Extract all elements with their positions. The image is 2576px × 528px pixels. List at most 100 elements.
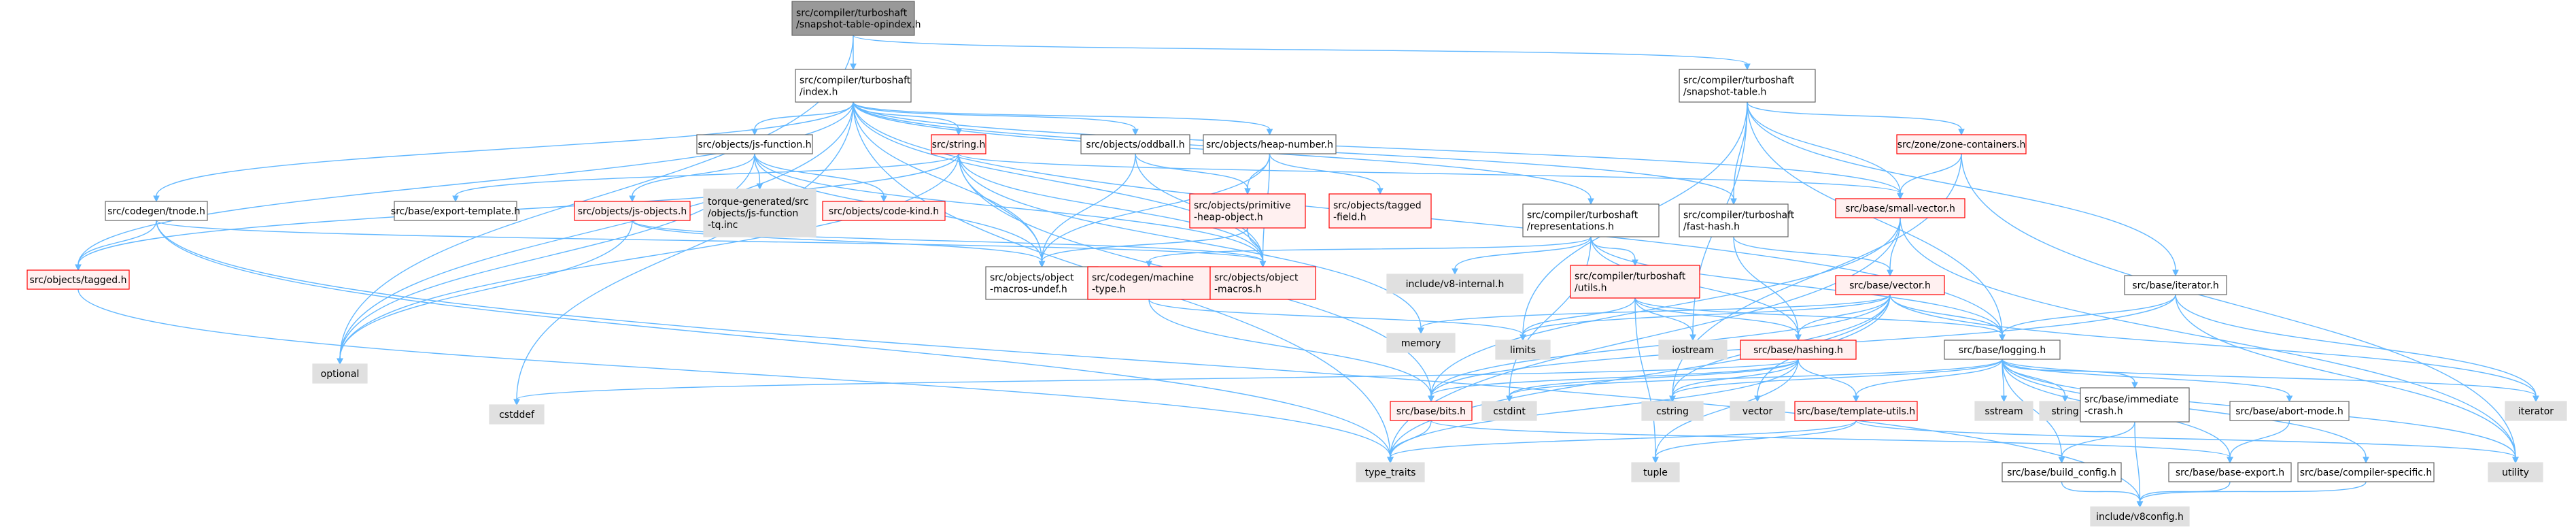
- edge-line: [1430, 420, 2231, 458]
- node-v8config[interactable]: include/v8config.h: [2090, 506, 2190, 527]
- edge-tsutils-to-iostream: [1634, 297, 1696, 342]
- node-vector[interactable]: vector: [1730, 401, 1785, 421]
- edge-arrowhead: [1146, 261, 1152, 268]
- edge-arrowhead: [1689, 334, 1696, 342]
- edge-arrowhead: [1038, 261, 1046, 268]
- node-iterator[interactable]: iterator: [2505, 401, 2567, 421]
- node-optional[interactable]: optional: [312, 363, 368, 384]
- node-jsfunction[interactable]: src/objects/js-function.h: [696, 134, 813, 154]
- edge-line: [2002, 294, 2176, 335]
- node-heapnumber[interactable]: src/objects/heap-number.h: [1203, 134, 1337, 154]
- edge-iteratorh-to-iterator: [2175, 294, 2539, 403]
- edge-jsobjects-to-objmacrosundef: [632, 220, 1046, 268]
- edge-line: [2229, 420, 2290, 458]
- node-box: [2505, 401, 2567, 421]
- edge-hashing-to-cstddef: [513, 359, 1799, 406]
- node-memory[interactable]: memory: [1386, 333, 1456, 353]
- edge-arrowhead: [75, 264, 82, 271]
- node-index[interactable]: src/compiler/turboshaft/index.h: [795, 69, 912, 103]
- node-iteratorh[interactable]: src/base/iterator.h: [2124, 275, 2227, 295]
- node-basevector[interactable]: src/base/vector.h: [1835, 275, 1945, 295]
- edge-line: [455, 153, 959, 197]
- node-oddball[interactable]: src/objects/oddball.h: [1080, 134, 1190, 154]
- edge-line: [1522, 297, 1636, 335]
- node-abortmode[interactable]: src/base/abort-mode.h: [2229, 401, 2350, 421]
- edge-machinetype-to-limits: [1148, 299, 1526, 342]
- node-compilerspecific[interactable]: src/base/compiler-specific.h: [2297, 462, 2435, 482]
- node-box: [1658, 340, 1728, 360]
- edge-line: [1733, 236, 1799, 335]
- node-label: -macros.h: [1214, 284, 1262, 295]
- node-buildconfig[interactable]: src/base/build_config.h: [2002, 462, 2122, 482]
- node-snapshot[interactable]: src/compiler/turboshaft/snapshot-table.h: [1679, 69, 1816, 103]
- node-label: -type.h: [1092, 284, 1126, 295]
- node-box: [1356, 462, 1425, 482]
- node-label: sstream: [1985, 406, 2023, 417]
- node-cstddef[interactable]: cstddef: [489, 404, 545, 425]
- node-tagged[interactable]: src/objects/tagged.h: [27, 269, 130, 290]
- node-tuple[interactable]: tuple: [1631, 462, 1680, 482]
- node-root[interactable]: src/compiler/turboshaft/snapshot-table-o…: [791, 1, 921, 36]
- node-taggedfield[interactable]: src/objects/tagged-field.h: [1328, 193, 1432, 229]
- node-string[interactable]: src/string.h: [931, 134, 986, 154]
- edge-line: [754, 101, 854, 130]
- node-typetraits[interactable]: type_traits: [1356, 462, 1425, 482]
- node-cstdint[interactable]: cstdint: [1481, 401, 1537, 421]
- node-box: [1944, 340, 2061, 360]
- edge-line: [1041, 153, 1271, 262]
- node-codekind[interactable]: src/objects/code-kind.h: [822, 201, 946, 221]
- node-box: [696, 134, 813, 154]
- edge-line: [1041, 227, 1248, 262]
- node-torquegen[interactable]: torque-generated/src/objects/js-function…: [703, 188, 817, 237]
- node-box: [2229, 401, 2350, 421]
- edge-line: [2134, 421, 2141, 502]
- node-smallvector[interactable]: src/base/small-vector.h: [1835, 198, 1965, 218]
- edge-line: [2139, 481, 2367, 502]
- node-box: [1386, 333, 1456, 353]
- node-hashing[interactable]: src/base/hashing.h: [1740, 340, 1857, 360]
- node-label: src/base/hashing.h: [1753, 345, 1843, 356]
- node-bits[interactable]: src/base/bits.h: [1390, 401, 1473, 421]
- node-templateutils[interactable]: src/base/template-utils.h: [1794, 401, 1918, 421]
- node-label: src/base/logging.h: [1959, 345, 2046, 356]
- node-exporttemplate[interactable]: src/base/export-template.h: [391, 201, 520, 221]
- node-logging[interactable]: src/base/logging.h: [1944, 340, 2061, 360]
- edge-line: [1390, 294, 1891, 458]
- edge-line: [1798, 359, 1857, 397]
- node-primheap[interactable]: src/objects/primitive-heap-object.h: [1189, 193, 1306, 229]
- edge-index-to-heapnumber: [853, 101, 1273, 136]
- node-tnode[interactable]: src/codegen/tnode.h: [105, 201, 208, 221]
- node-box: [1974, 401, 2033, 421]
- edge-arrowhead: [1897, 193, 1904, 200]
- edge-baseexport-to-v8config: [2136, 481, 2231, 508]
- node-utility[interactable]: utility: [2488, 462, 2543, 482]
- node-fasthash[interactable]: src/compiler/turboshaft/fast-hash.h: [1679, 203, 1795, 237]
- edge-iteratorh-to-utility: [2175, 294, 2519, 464]
- node-representations[interactable]: src/compiler/turboshaft/representations.…: [1522, 203, 1660, 237]
- node-label: vector: [1742, 406, 1773, 417]
- node-objmacrosundef[interactable]: src/objects/object-macros-undef.h: [985, 266, 1099, 300]
- node-v8internal[interactable]: include/v8-internal.h: [1386, 274, 1524, 294]
- node-label: src/base/iterator.h: [2132, 280, 2218, 291]
- node-box: [1679, 203, 1789, 237]
- edge-line: [754, 153, 885, 197]
- node-objmacros[interactable]: src/objects/object-macros.h: [1209, 266, 1316, 300]
- edge-templateutils-to-tuple: [1652, 420, 1857, 464]
- edge-line: [853, 101, 1271, 130]
- node-limits[interactable]: limits: [1495, 340, 1551, 360]
- node-label: src/base/small-vector.h: [1845, 203, 1955, 214]
- node-sstream[interactable]: sstream: [1974, 401, 2033, 421]
- node-machinetype[interactable]: src/codegen/machine-type.h: [1087, 266, 1211, 300]
- node-iostream[interactable]: iostream: [1658, 340, 1728, 360]
- edge-arrowhead: [2000, 395, 2008, 403]
- edge-jsfunction-to-codekind: [754, 153, 887, 203]
- node-baseexport[interactable]: src/base/base-export.h: [2168, 462, 2292, 482]
- node-cstring[interactable]: cstring: [1641, 401, 1704, 421]
- node-immediatecrash[interactable]: src/base/immediate-crash.h: [2080, 387, 2190, 423]
- node-zonecontainers[interactable]: src/zone/zone-containers.h: [1896, 134, 2027, 154]
- node-box: [2090, 506, 2190, 527]
- node-tsutils[interactable]: src/compiler/turboshaft/utils.h: [1570, 265, 1700, 299]
- edge-index-to-tnode: [153, 101, 854, 203]
- node-label: utility: [2502, 467, 2529, 478]
- node-jsobjects[interactable]: src/objects/js-objects.h: [574, 201, 691, 221]
